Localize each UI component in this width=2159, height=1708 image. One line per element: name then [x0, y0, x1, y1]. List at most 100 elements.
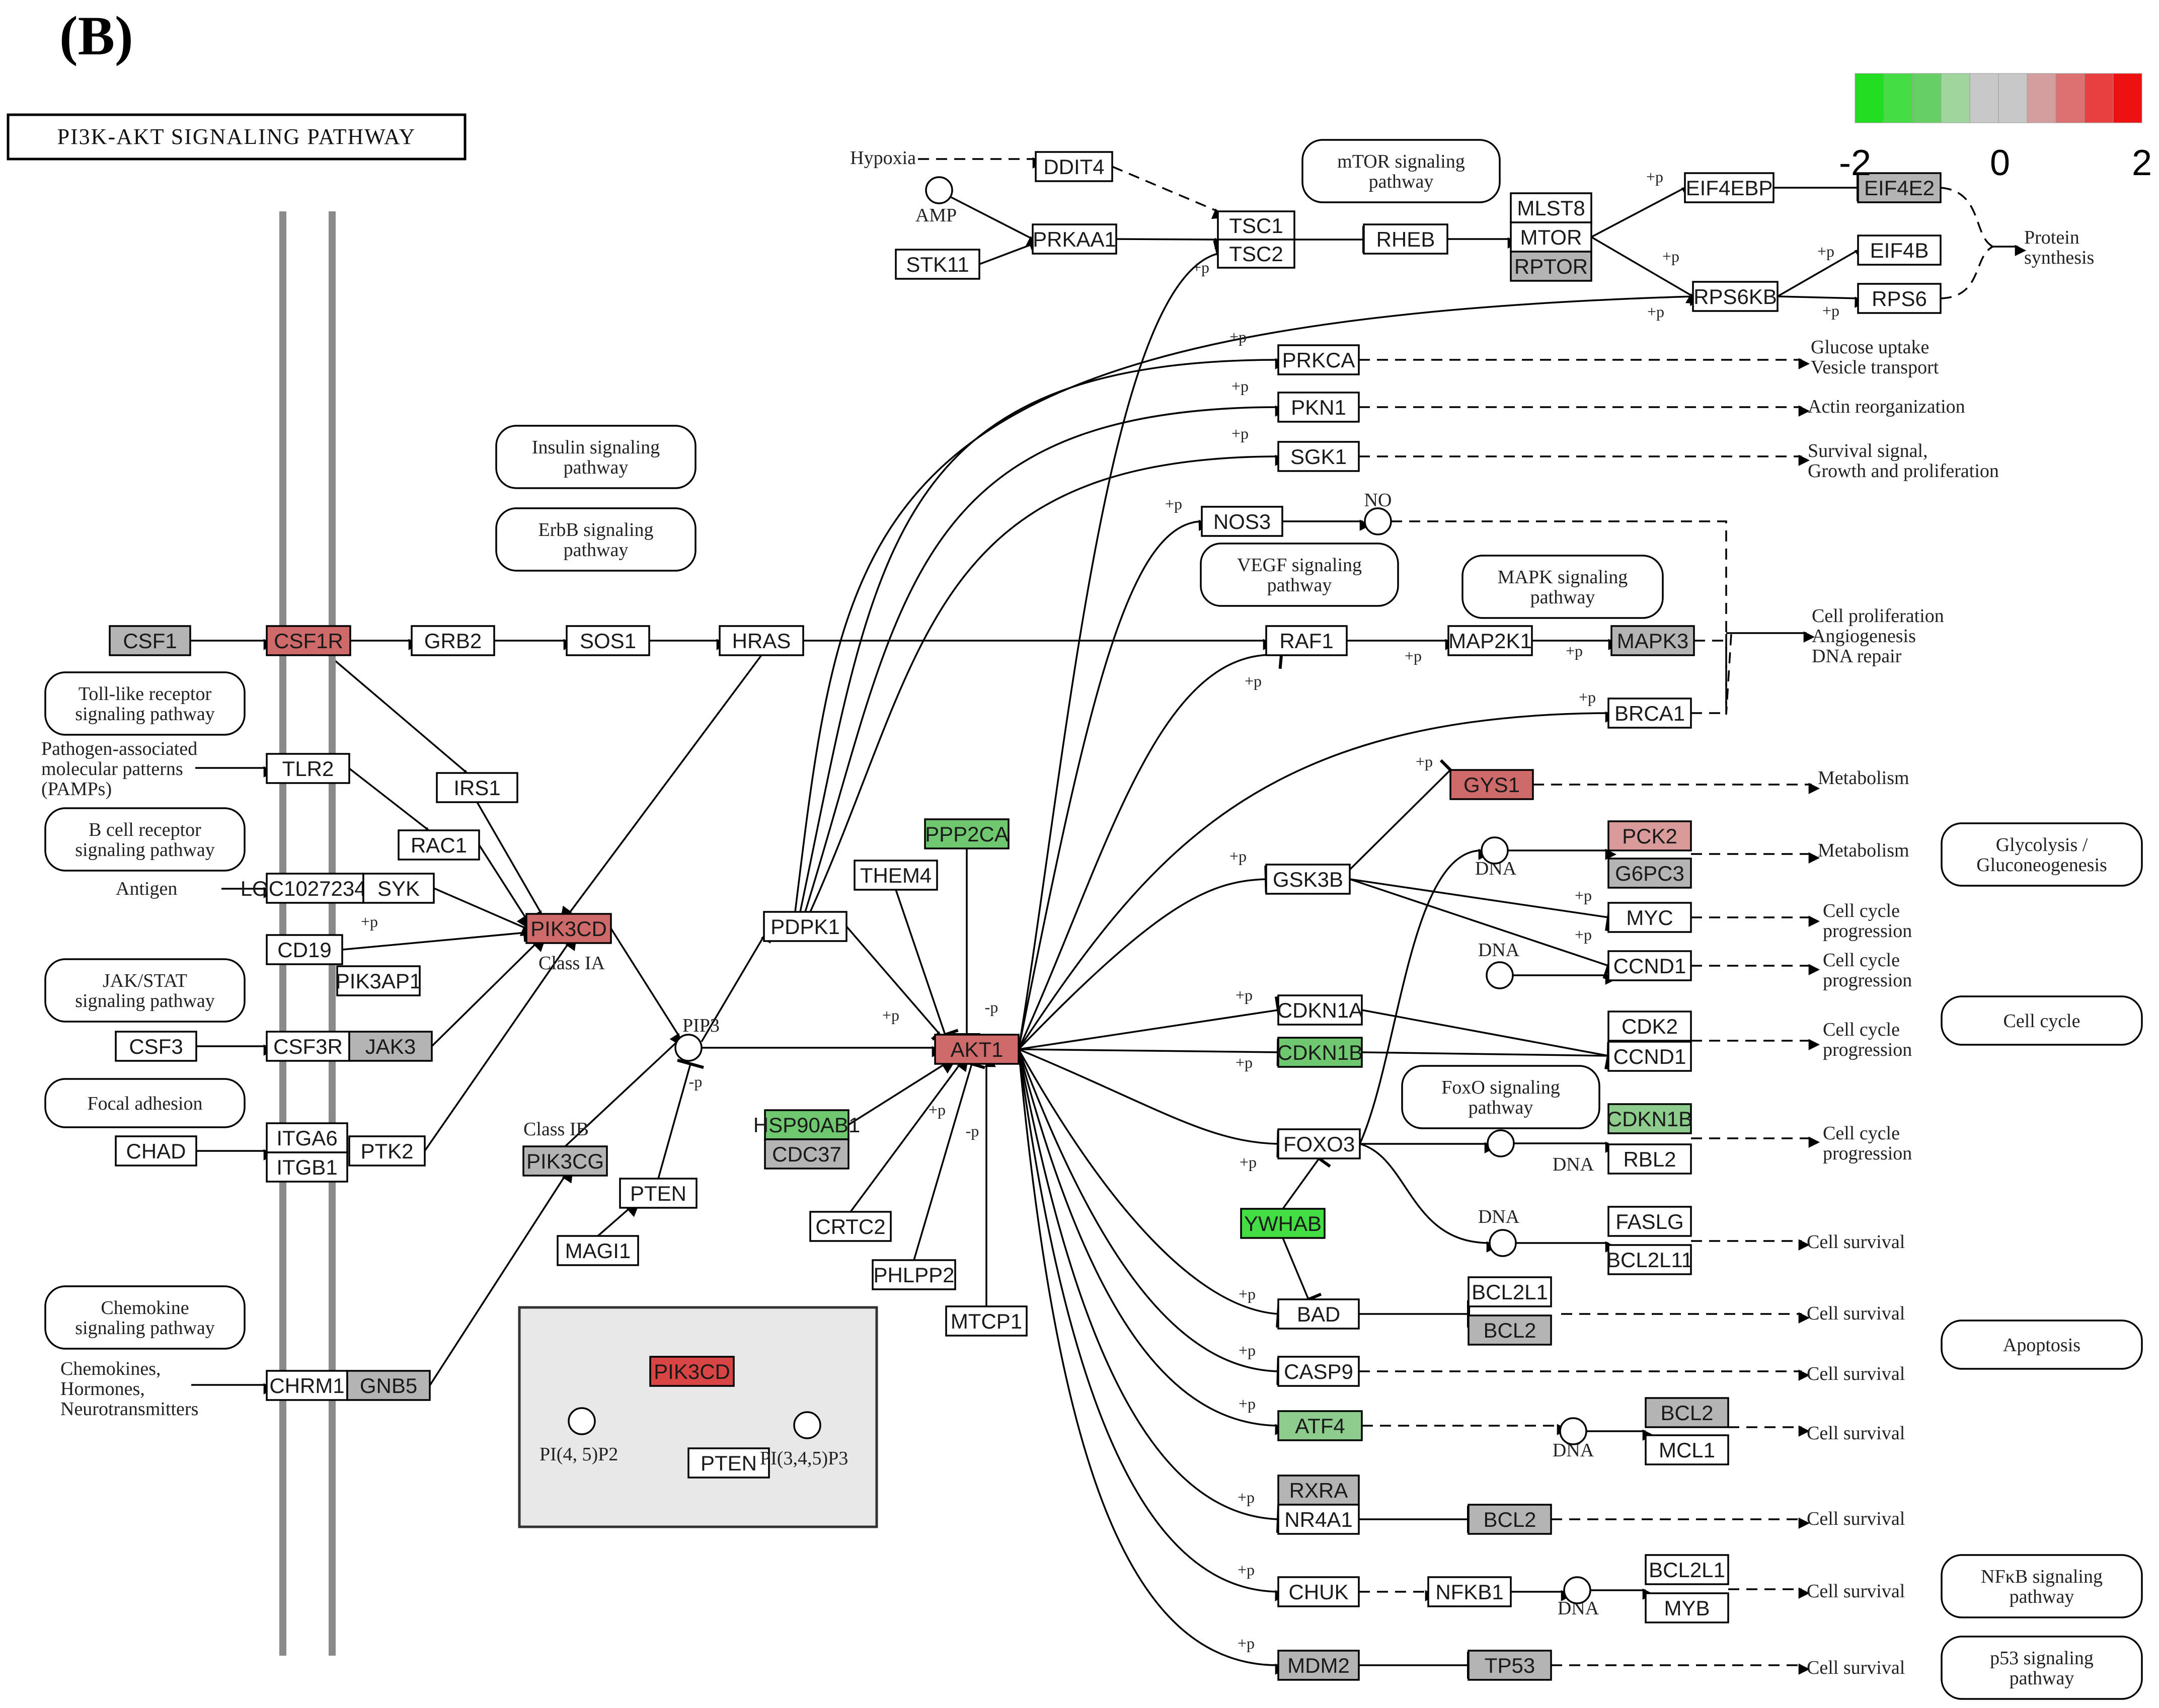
- gene-them4[interactable]: THEM4: [854, 860, 938, 891]
- gene-foxo3[interactable]: FOXO3: [1277, 1128, 1361, 1159]
- gene-nfkb1[interactable]: NFKB1: [1427, 1576, 1512, 1607]
- gene-pkn1[interactable]: PKN1: [1277, 392, 1360, 423]
- gene-bcl2l11[interactable]: BCL2L11: [1606, 1244, 1693, 1275]
- gene-gys1[interactable]: GYS1: [1449, 769, 1534, 800]
- gene-tsc2[interactable]: TSC2: [1217, 239, 1295, 269]
- gene-ywhab[interactable]: YWHAB: [1240, 1208, 1326, 1239]
- gene-syk[interactable]: SYK: [362, 873, 435, 904]
- gene-csf1r[interactable]: CSF1R: [266, 625, 351, 656]
- gene-rxra[interactable]: RXRA: [1277, 1474, 1360, 1506]
- gene-mtcp1[interactable]: MTCP1: [945, 1305, 1028, 1337]
- gene-cd19[interactable]: CD19: [266, 934, 343, 965]
- gene-myc[interactable]: MYC: [1607, 902, 1692, 933]
- gene-rbl2[interactable]: RBL2: [1607, 1143, 1692, 1175]
- gene-ptk2[interactable]: PTK2: [348, 1135, 426, 1167]
- gene-tsc1[interactable]: TSC1: [1217, 210, 1295, 241]
- gene-sgk1[interactable]: SGK1: [1277, 441, 1360, 472]
- gene-sos1[interactable]: SOS1: [566, 625, 650, 656]
- gene-tp53[interactable]: TP53: [1468, 1650, 1552, 1681]
- gene-mapk3[interactable]: MAPK3: [1610, 625, 1695, 656]
- gene-rps6kb[interactable]: RPS6KB: [1692, 281, 1779, 312]
- gene-faslg[interactable]: FASLG: [1607, 1206, 1692, 1237]
- pathway-link-apoptosis[interactable]: Apoptosis: [1941, 1319, 2143, 1370]
- gene-chuk[interactable]: CHUK: [1277, 1576, 1360, 1607]
- gene-csf3[interactable]: CSF3: [115, 1031, 197, 1062]
- gene-magi1[interactable]: MAGI1: [557, 1235, 639, 1266]
- gene-tlr2[interactable]: TLR2: [266, 753, 350, 784]
- gene-mdm2[interactable]: MDM2: [1277, 1650, 1360, 1681]
- gene-akt1[interactable]: AKT1: [934, 1034, 1020, 1065]
- gene-prkca[interactable]: PRKCA: [1277, 344, 1360, 375]
- gene-casp9[interactable]: CASP9: [1277, 1356, 1360, 1387]
- pathway-link-glyco[interactable]: Glycolysis /Gluconeogenesis: [1941, 822, 2143, 887]
- gene-gsk3b[interactable]: GSK3B: [1265, 864, 1351, 895]
- gene-inset_pten[interactable]: PTEN: [687, 1447, 770, 1479]
- gene-eif4e2[interactable]: EIF4E2: [1857, 172, 1942, 203]
- gene-csf3r[interactable]: CSF3R: [266, 1031, 350, 1062]
- gene-irs1[interactable]: IRS1: [436, 772, 518, 803]
- gene-hsp90ab1[interactable]: HSP90AB1: [753, 1109, 860, 1140]
- gene-phlpp2[interactable]: PHLPP2: [872, 1259, 956, 1290]
- gene-chad[interactable]: CHAD: [115, 1135, 197, 1167]
- gene-hras[interactable]: HRAS: [719, 625, 804, 656]
- gene-raf1[interactable]: RAF1: [1265, 625, 1348, 656]
- gene-mlst8[interactable]: MLST8: [1510, 192, 1592, 223]
- gene-pten[interactable]: PTEN: [619, 1178, 698, 1209]
- gene-nr4a1[interactable]: NR4A1: [1277, 1504, 1360, 1535]
- gene-cdkn1a[interactable]: CDKN1A: [1277, 994, 1363, 1026]
- gene-bcl2a[interactable]: BCL2: [1468, 1314, 1552, 1346]
- gene-gnb5[interactable]: GNB5: [346, 1370, 431, 1401]
- gene-pik3cg[interactable]: PIK3CG: [522, 1145, 608, 1177]
- pathway-link-cellcycle[interactable]: Cell cycle: [1941, 995, 2143, 1046]
- gene-pck2[interactable]: PCK2: [1607, 820, 1692, 851]
- gene-prkaa1[interactable]: PRKAA1: [1032, 223, 1117, 255]
- gene-rac1[interactable]: RAC1: [398, 829, 480, 861]
- gene-g6pc3[interactable]: G6PC3: [1607, 858, 1692, 889]
- gene-ccnd1a[interactable]: CCND1: [1607, 950, 1692, 981]
- gene-eif4ebp[interactable]: EIF4EBP: [1684, 172, 1775, 203]
- gene-ppp2ca[interactable]: PPP2CA: [924, 818, 1010, 849]
- gene-rps6[interactable]: RPS6: [1857, 283, 1942, 314]
- gene-cdkn1b2[interactable]: CDKN1B: [1607, 1103, 1692, 1134]
- gene-brca1[interactable]: BRCA1: [1607, 697, 1692, 729]
- gene-bcl2c[interactable]: BCL2: [1468, 1504, 1552, 1535]
- gene-rptor[interactable]: RPTOR: [1510, 251, 1592, 282]
- gene-crtc2[interactable]: CRTC2: [809, 1211, 892, 1242]
- gene-itga6[interactable]: ITGA6: [266, 1122, 348, 1153]
- pathway-link-focal[interactable]: Focal adhesion: [44, 1078, 246, 1128]
- gene-grb2[interactable]: GRB2: [411, 625, 495, 656]
- gene-myb[interactable]: MYB: [1645, 1592, 1729, 1623]
- gene-map2k1[interactable]: MAP2K1: [1447, 625, 1533, 656]
- gene-bcl2l1b[interactable]: BCL2L1: [1645, 1554, 1729, 1585]
- gene-ddit4[interactable]: DDIT4: [1035, 151, 1113, 182]
- gene-pik3cd[interactable]: PIK3CD: [525, 913, 612, 944]
- gene-pik3ap1[interactable]: PIK3AP1: [336, 965, 421, 996]
- gene-cdkn1b[interactable]: CDKN1B: [1277, 1037, 1363, 1068]
- gene-ccnd1b[interactable]: CCND1: [1607, 1041, 1692, 1072]
- gene-mtor[interactable]: MTOR: [1510, 221, 1592, 253]
- gene-mcl1[interactable]: MCL1: [1645, 1434, 1729, 1465]
- gene-inset_pik3cd[interactable]: PIK3CD: [649, 1356, 735, 1387]
- gene-csf1[interactable]: CSF1: [109, 625, 191, 656]
- gene-rheb[interactable]: RHEB: [1363, 223, 1448, 255]
- gene-cdc37[interactable]: CDC37: [764, 1138, 850, 1170]
- gene-eif4b[interactable]: EIF4B: [1857, 235, 1942, 266]
- gene-nos3[interactable]: NOS3: [1201, 506, 1283, 537]
- gene-itgb1[interactable]: ITGB1: [266, 1151, 348, 1183]
- gene-jak3[interactable]: JAK3: [348, 1031, 433, 1062]
- gene-cdk2[interactable]: CDK2: [1607, 1011, 1692, 1042]
- gene-bcl2l1a[interactable]: BCL2L1: [1468, 1276, 1552, 1307]
- gene-stk11[interactable]: STK11: [895, 249, 980, 280]
